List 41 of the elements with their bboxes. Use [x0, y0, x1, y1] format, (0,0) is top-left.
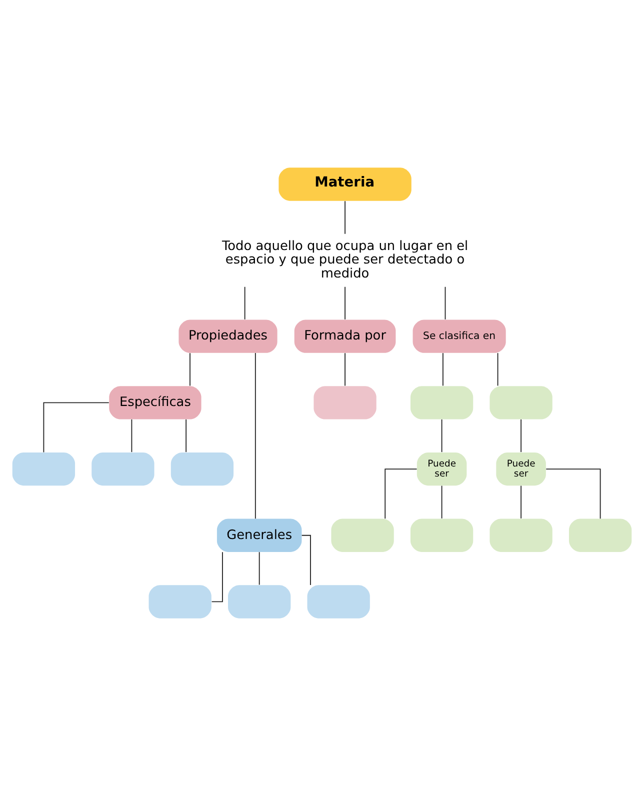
connector [442, 352, 444, 386]
node-box [568, 518, 632, 552]
connector [344, 352, 346, 386]
connector [186, 418, 187, 452]
node-box [314, 386, 376, 419]
connector [444, 286, 446, 320]
node-box: Específicas [109, 386, 202, 419]
node-box [490, 386, 552, 419]
node-box [228, 584, 291, 618]
node-box [12, 452, 76, 486]
node-box: Generales [216, 518, 302, 552]
node-box [307, 584, 370, 618]
connector [441, 418, 442, 452]
node-box [410, 386, 474, 419]
connector [244, 286, 246, 320]
node-text: Todo aquello que ocupa un lugar en el espacio y que puede ser detectado o medido [222, 238, 468, 282]
connector [520, 418, 522, 452]
node-box: Materia [278, 167, 412, 200]
node-box [490, 518, 552, 552]
connector [344, 200, 346, 234]
connector [441, 484, 442, 518]
connector [43, 402, 110, 452]
node-box: Propiedades [178, 319, 278, 352]
node-box: Se clasifica en [412, 319, 506, 352]
connector [344, 286, 346, 320]
connector [258, 551, 260, 585]
node-box [148, 584, 212, 618]
connector [254, 352, 256, 519]
node-box [331, 518, 394, 552]
connector [301, 534, 311, 585]
connector [131, 418, 132, 452]
node-box: Puede ser [496, 452, 546, 486]
node-box: Formada por [294, 319, 396, 352]
connector [546, 468, 601, 519]
node-box: Puede ser [416, 452, 467, 486]
connector [497, 352, 498, 386]
node-box [170, 452, 234, 486]
node-box [92, 452, 154, 486]
node-box [410, 518, 474, 552]
connector [520, 484, 522, 518]
connector [384, 468, 418, 519]
